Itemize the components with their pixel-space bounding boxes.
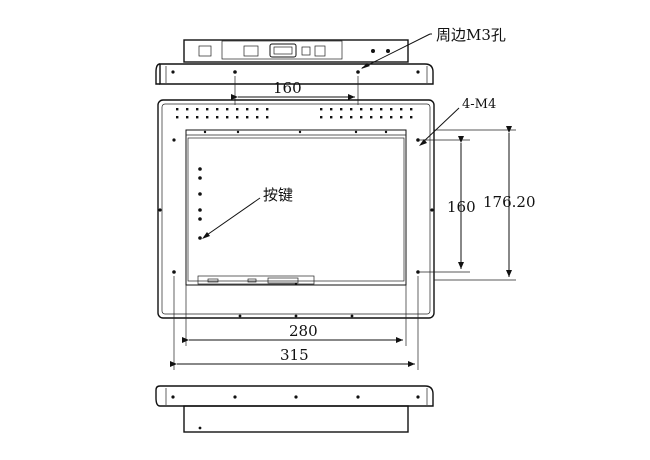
screen-area: [187, 137, 405, 282]
top-view: 周边M3孔 160: [155, 26, 506, 105]
front-bezel: [159, 63, 434, 85]
dim-mount-height: 160: [447, 198, 476, 216]
rear-enclosure-bottom: [183, 405, 409, 433]
mount-hole: [172, 270, 176, 274]
dim-outer-width: 315: [280, 346, 309, 364]
button-column: [198, 167, 202, 240]
vga-port: [269, 43, 297, 58]
inner-frame: [185, 129, 407, 286]
bottom-connector-bar: [197, 275, 315, 285]
dim-top-hole-spacing: 160: [273, 79, 302, 97]
vent-holes-left: [176, 108, 269, 119]
m3-hole: [233, 70, 237, 74]
screw-hole: [386, 49, 390, 53]
label-mount-holes: 4-M4: [462, 97, 496, 112]
left-connector: [198, 45, 212, 57]
vga-port-inner: [273, 46, 293, 55]
power-jack: [301, 46, 311, 56]
rear-enclosure: [183, 39, 409, 63]
label-buttons: 按键: [263, 186, 293, 204]
connector-panel: [221, 40, 343, 60]
bottom-view: [155, 385, 434, 433]
mount-hole: [416, 270, 420, 274]
usb-port: [243, 45, 259, 57]
screw-hole: [371, 49, 375, 53]
m3-hole: [356, 70, 360, 74]
label-top-holes: 周边M3孔: [436, 26, 506, 44]
vent-holes-right: [320, 108, 413, 119]
dim-mount-width: 280: [289, 322, 318, 340]
mount-hole: [416, 138, 420, 142]
bottom-bezel: [155, 385, 434, 407]
dc-jack: [314, 45, 326, 57]
dim-outer-height: 176.20: [483, 193, 536, 211]
front-view: 按键 4-M4 160 176.20 280 315: [157, 97, 536, 370]
front-bezel-outline: [157, 99, 435, 319]
